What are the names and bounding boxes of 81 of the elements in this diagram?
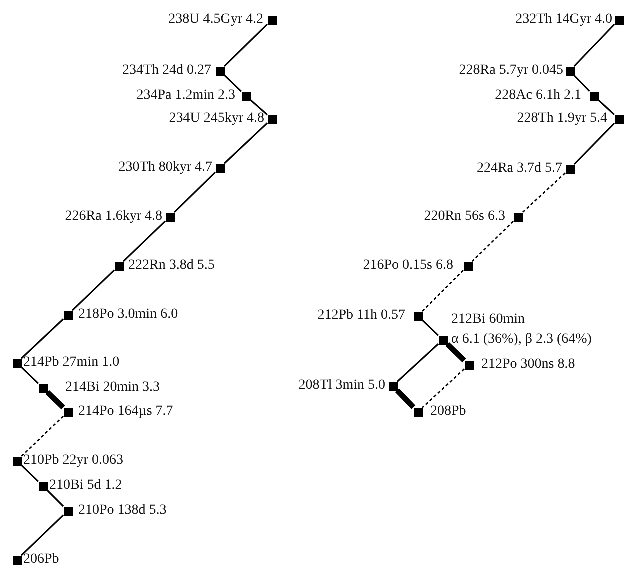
dashed-decay-line <box>21 416 64 458</box>
isotope-label: 214Po 164µs 7.7 <box>78 403 174 421</box>
isotope-label: 218Po 3.0min 6.0 <box>78 306 178 324</box>
isotope-marker <box>12 358 22 368</box>
decay-line <box>224 74 242 92</box>
isotope-label: 228Ra 5.7yr 0.045 <box>459 62 564 80</box>
thick-decay-line <box>46 390 66 410</box>
isotope-marker <box>268 16 276 24</box>
isotope-marker <box>12 556 22 564</box>
isotope-label: 210Pb 22yr 0.063 <box>24 452 124 470</box>
isotope-marker <box>38 384 48 392</box>
decay-line <box>46 490 64 508</box>
isotope-marker <box>268 114 276 124</box>
decay-line <box>574 122 616 166</box>
isotope-marker <box>438 336 448 344</box>
isotope-label: 214Pb 27min 1.0 <box>24 354 120 372</box>
isotope-marker <box>414 408 422 416</box>
dashed-decay-line <box>522 172 566 214</box>
isotope-label: 212Bi 60min <box>452 311 526 329</box>
isotope-marker <box>614 114 624 124</box>
isotope-label: 208Tl 3min 5.0 <box>298 377 386 395</box>
isotope-label: 234Pa 1.2min 2.3 <box>136 87 236 105</box>
isotope-label: 222Rn 3.8d 5.5 <box>128 257 215 275</box>
isotope-marker <box>242 92 250 100</box>
isotope-label: 214Bi 20min 3.3 <box>66 379 160 397</box>
isotope-label: 234U 245kyr 4.8 <box>169 110 264 128</box>
isotope-marker <box>38 482 48 490</box>
isotope-label: 234Th 24d 0.27 <box>122 62 212 80</box>
isotope-label: 210Po 138d 5.3 <box>78 502 167 520</box>
isotope-marker <box>566 66 574 76</box>
decay-line <box>20 318 64 360</box>
isotope-marker <box>64 506 72 516</box>
isotope-label: 238U 4.5Gyr 4.2 <box>168 11 264 29</box>
decay-line <box>574 24 616 68</box>
isotope-label: 224Ra 3.7d 5.7 <box>476 160 562 178</box>
isotope-label: 230Th 80kyr 4.7 <box>118 159 212 177</box>
decay-line <box>224 122 268 164</box>
decay-line <box>250 99 268 116</box>
decay-line <box>174 172 216 214</box>
decay-line <box>20 464 40 482</box>
isotope-marker <box>464 262 472 270</box>
isotope-marker <box>114 262 124 270</box>
isotope-marker <box>590 92 598 100</box>
isotope-label: 228Th 1.9yr 5.4 <box>517 110 608 128</box>
isotope-marker <box>566 164 574 174</box>
isotope-marker <box>464 360 474 370</box>
isotope-marker <box>388 382 398 390</box>
isotope-marker <box>514 212 522 222</box>
isotope-label: 220Rn 56s 6.3 <box>424 208 506 226</box>
decay-line <box>20 366 40 384</box>
isotope-marker <box>12 456 22 466</box>
decay-line <box>72 270 116 312</box>
isotope-label: 208Pb <box>430 403 466 421</box>
isotope-label: 212Pb 11h 0.57 <box>318 307 406 325</box>
decay-line <box>422 320 440 336</box>
thick-decay-line <box>446 342 466 363</box>
isotope-marker <box>216 66 224 76</box>
dashed-decay-line <box>472 220 514 262</box>
isotope-marker <box>216 164 224 172</box>
decay-line <box>122 220 166 262</box>
isotope-label: 226Ra 1.6kyr 4.8 <box>65 208 162 226</box>
decay-line <box>396 344 440 382</box>
decay-line <box>20 514 64 556</box>
decay-line <box>598 100 616 116</box>
isotope-marker <box>614 16 624 24</box>
thick-decay-line <box>395 388 416 410</box>
isotope-label: 228Ac 6.1h 2.1 <box>495 87 582 105</box>
isotope-label: 212Po 300ns 8.8 <box>482 356 576 374</box>
dashed-decay-line <box>422 270 464 312</box>
isotope-marker <box>64 408 72 416</box>
isotope-marker <box>166 212 174 222</box>
decay-line <box>574 74 590 92</box>
isotope-label: α 6.1 (36%), β 2.3 (64%) <box>452 331 592 349</box>
isotope-marker <box>414 312 422 320</box>
isotope-label: 232Th 14Gyr 4.0 <box>516 11 612 29</box>
decay-line <box>224 24 268 68</box>
isotope-label: 210Bi 5d 1.2 <box>50 477 122 495</box>
isotope-label: 216Po 0.15s 6.8 <box>363 257 454 275</box>
dashed-decay-line <box>422 368 465 408</box>
isotope-label: 206Pb <box>24 551 60 569</box>
isotope-marker <box>64 310 72 320</box>
